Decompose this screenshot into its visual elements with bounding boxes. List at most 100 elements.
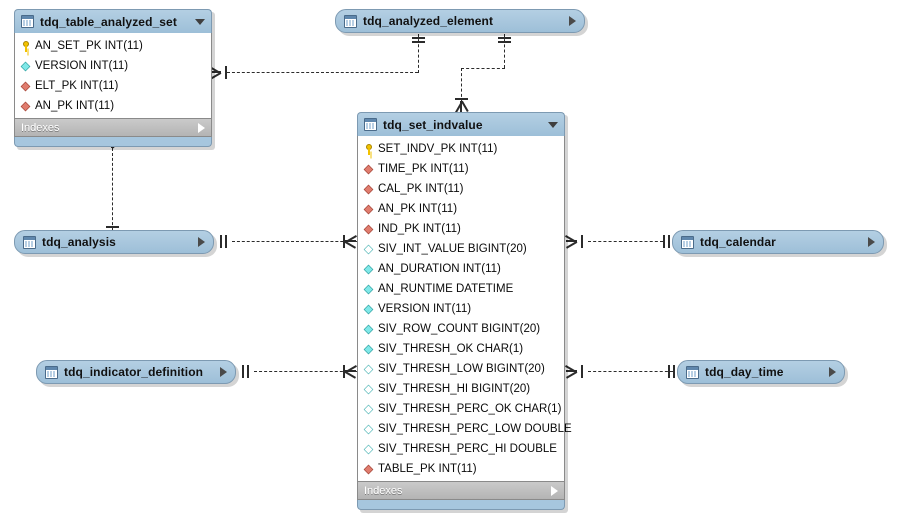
table-row[interactable]: VERSION INT(11) (358, 299, 564, 319)
crowsfoot-many-marker (454, 100, 468, 113)
foreign-key-icon (364, 224, 374, 234)
table-header[interactable]: tdq_analysis (14, 230, 214, 254)
table-row[interactable]: TIME_PK INT(11) (358, 159, 564, 179)
column-list: SET_INDV_PK INT(11) TIME_PK INT(11) CAL_… (357, 136, 572, 481)
table-icon (45, 365, 58, 379)
table-node-tdq-analysis[interactable]: tdq_analysis (14, 230, 217, 257)
one-marker (668, 235, 670, 248)
table-row[interactable]: ELT_PK INT(11) (15, 76, 211, 96)
column-label: AN_PK INT(11) (35, 100, 115, 112)
relationship-line (504, 34, 505, 68)
crowsfoot-many-marker (209, 65, 222, 79)
not-null-column-icon (21, 61, 31, 71)
table-row[interactable]: SIV_THRESH_PERC_OK CHAR(1) (358, 399, 564, 419)
primary-key-icon (363, 143, 374, 155)
table-row[interactable]: CAL_PK INT(11) (358, 179, 564, 199)
table-row[interactable]: AN_DURATION INT(11) (358, 259, 564, 279)
column-label: SIV_THRESH_PERC_LOW DOUBLE (378, 423, 572, 435)
indexes-section[interactable]: Indexes (357, 481, 565, 500)
table-row[interactable]: SIV_THRESH_HI BIGINT(20) (358, 379, 564, 399)
one-marker (663, 235, 665, 248)
nullable-column-icon (364, 444, 374, 454)
relationship-line (461, 68, 505, 69)
chevron-right-icon[interactable] (220, 367, 227, 377)
foreign-key-icon (364, 464, 374, 474)
foreign-key-icon (21, 101, 31, 111)
relationship-line (112, 148, 113, 230)
table-node-tdq-calendar[interactable]: tdq_calendar (672, 230, 887, 257)
chevron-right-icon[interactable] (551, 485, 558, 496)
one-marker (411, 37, 425, 39)
table-node-tdq-indicator-definition[interactable]: tdq_indicator_definition (36, 360, 239, 387)
foreign-key-icon (21, 81, 31, 91)
table-name: tdq_set_indvalue (383, 117, 483, 132)
table-name: tdq_analyzed_element (363, 14, 494, 28)
table-node-tdq-analyzed-element[interactable]: tdq_analyzed_element (335, 9, 588, 36)
relationship-line (227, 72, 418, 73)
one-marker (242, 365, 244, 378)
table-row[interactable]: SIV_INT_VALUE BIGINT(20) (358, 239, 564, 259)
chevron-right-icon[interactable] (198, 122, 205, 133)
relationship-line (588, 241, 663, 242)
not-null-column-icon (364, 284, 374, 294)
table-row[interactable]: SIV_THRESH_PERC_HI DOUBLE (358, 439, 564, 459)
table-icon (364, 118, 377, 131)
chevron-down-icon[interactable] (195, 18, 205, 25)
table-row[interactable]: SIV_ROW_COUNT BIGINT(20) (358, 319, 564, 339)
table-row[interactable]: SET_INDV_PK INT(11) (358, 139, 564, 159)
column-label: SET_INDV_PK INT(11) (378, 143, 498, 155)
indexes-section[interactable]: Indexes (14, 118, 212, 137)
column-label: SIV_ROW_COUNT BIGINT(20) (378, 323, 541, 335)
chevron-down-icon[interactable] (548, 121, 558, 128)
column-label: CAL_PK INT(11) (378, 183, 464, 195)
table-header[interactable]: tdq_analyzed_element (335, 9, 585, 33)
foreign-key-icon (364, 204, 374, 214)
table-header[interactable]: tdq_indicator_definition (36, 360, 236, 384)
table-node-tdq-day-time[interactable]: tdq_day_time (677, 360, 848, 387)
table-row[interactable]: AN_PK INT(11) (15, 96, 211, 116)
crowsfoot-many-marker (344, 364, 357, 378)
relationship-line (232, 241, 358, 242)
table-row[interactable]: SIV_THRESH_OK CHAR(1) (358, 339, 564, 359)
one-marker (581, 364, 583, 378)
one-marker (220, 235, 222, 248)
column-label: ELT_PK INT(11) (35, 80, 119, 92)
foreign-key-icon (364, 184, 374, 194)
one-marker (225, 65, 227, 79)
column-label: SIV_THRESH_HI BIGINT(20) (378, 383, 531, 395)
table-row[interactable]: TABLE_PK INT(11) (358, 459, 564, 479)
table-row[interactable]: AN_RUNTIME DATETIME (358, 279, 564, 299)
one-marker (225, 235, 227, 248)
table-header[interactable]: tdq_day_time (677, 360, 845, 384)
column-list: AN_SET_PK INT(11) VERSION INT(11) ELT_PK… (14, 33, 212, 118)
table-node-tdq-table-analyzed-set[interactable]: tdq_table_analyzed_set AN_SET_PK INT(11)… (14, 9, 215, 150)
chevron-right-icon[interactable] (829, 367, 836, 377)
relationship-line (254, 371, 358, 372)
one-marker (343, 234, 345, 248)
chevron-right-icon[interactable] (868, 237, 875, 247)
table-row[interactable]: SIV_THRESH_PERC_LOW DOUBLE (358, 419, 572, 439)
nullable-column-icon (364, 364, 374, 374)
column-label: SIV_THRESH_LOW BIGINT(20) (378, 363, 545, 375)
not-null-column-icon (364, 324, 374, 334)
table-name: tdq_analysis (42, 235, 116, 249)
table-row[interactable]: AN_PK INT(11) (358, 199, 564, 219)
table-icon (344, 14, 357, 28)
table-header[interactable]: tdq_calendar (672, 230, 884, 254)
table-row[interactable]: VERSION INT(11) (15, 56, 211, 76)
table-icon (21, 15, 34, 28)
table-row[interactable]: IND_PK INT(11) (358, 219, 564, 239)
table-name: tdq_indicator_definition (64, 365, 204, 379)
table-header[interactable]: tdq_set_indvalue (357, 112, 565, 136)
crowsfoot-many-marker (565, 364, 578, 378)
table-row[interactable]: SIV_THRESH_LOW BIGINT(20) (358, 359, 564, 379)
chevron-right-icon[interactable] (198, 237, 205, 247)
table-header[interactable]: tdq_table_analyzed_set (14, 9, 212, 33)
table-name: tdq_day_time (705, 365, 784, 379)
chevron-right-icon[interactable] (569, 16, 576, 26)
table-row[interactable]: AN_SET_PK INT(11) (15, 36, 211, 56)
table-name: tdq_table_analyzed_set (40, 14, 177, 29)
table-node-tdq-set-indvalue[interactable]: tdq_set_indvalue SET_INDV_PK INT(11) TIM… (357, 112, 572, 513)
table-name: tdq_calendar (700, 235, 776, 249)
